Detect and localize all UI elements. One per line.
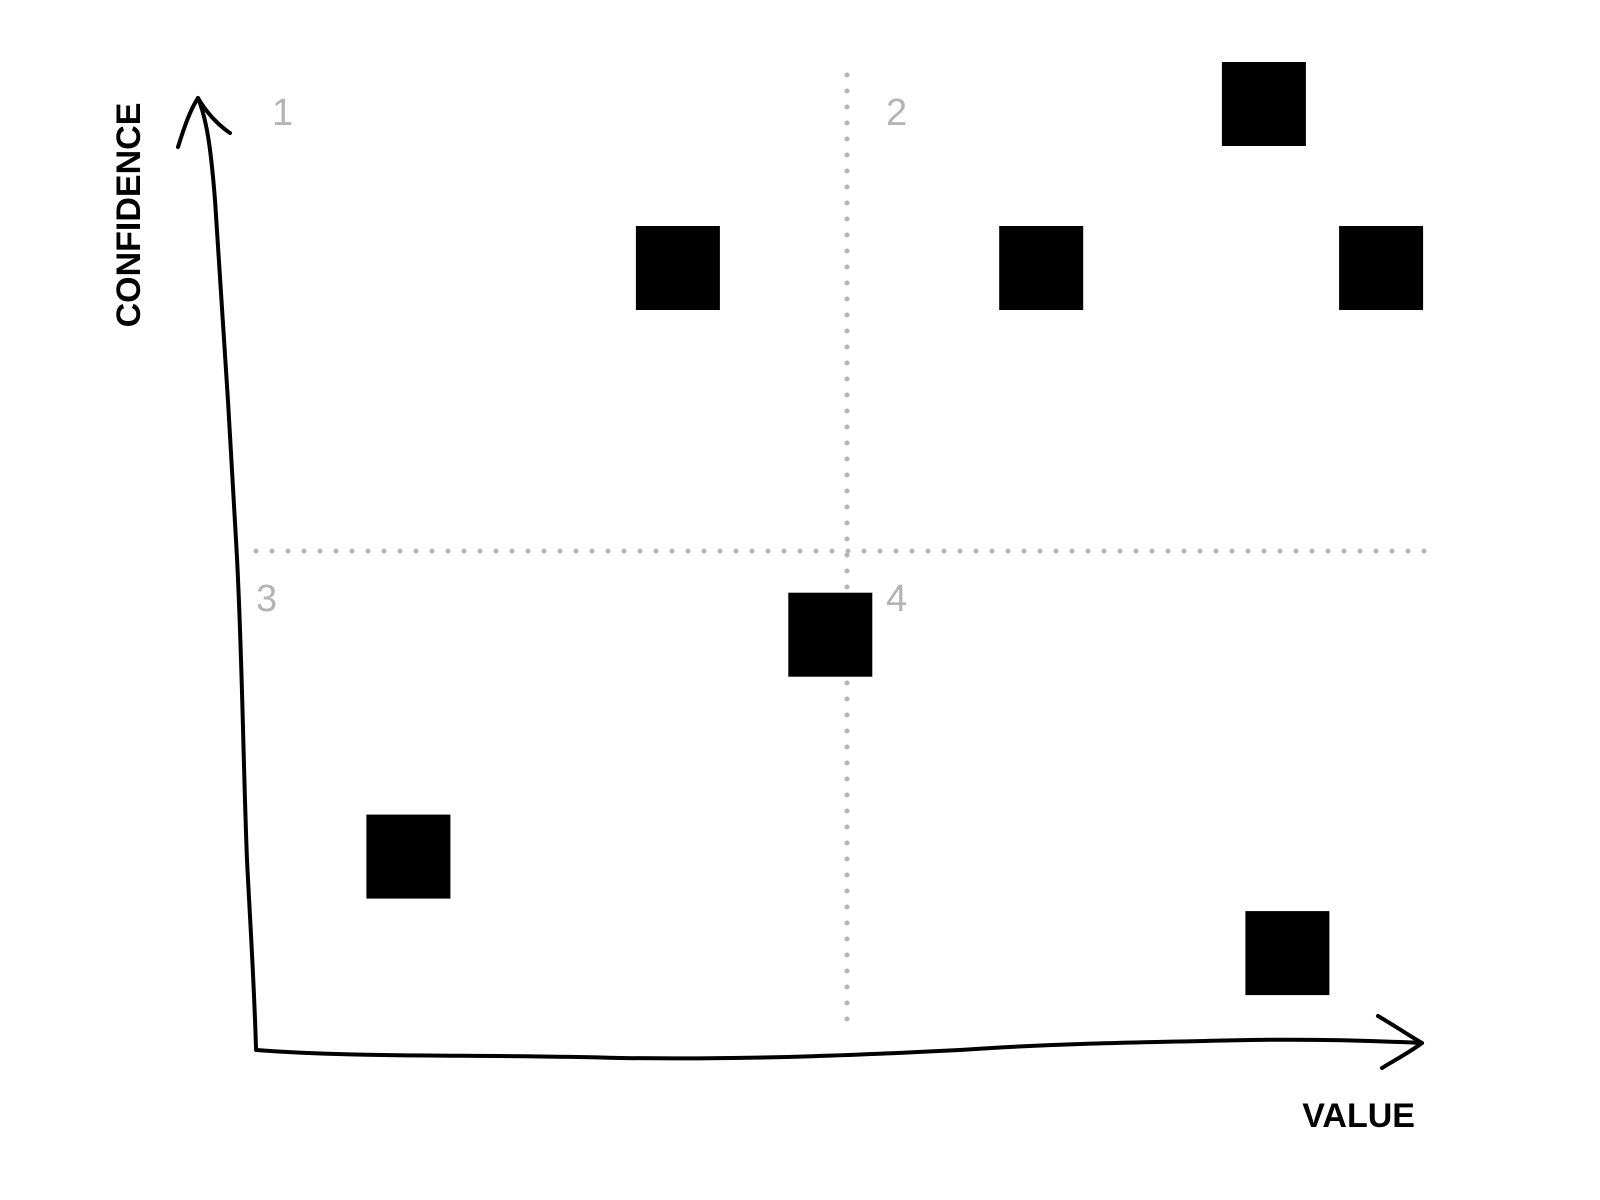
y-axis-arrowhead [176,96,232,149]
x-axis-line [254,1037,1424,1061]
y-axis-line [196,96,258,1050]
items-layer [366,62,1424,996]
y-axis-label: CONFIDENCE [110,103,148,328]
x-axis-arrowhead [1376,1014,1424,1070]
item-square-quadrant-2-4 [1339,226,1424,310]
quadrant-1-number: 1 [272,92,293,134]
x-axis-label: VALUE [1302,1097,1415,1135]
item-square-quadrant-2-2 [1221,62,1306,146]
quadrant-2-number: 2 [886,92,907,134]
item-square-quadrant-3-5 [788,592,873,677]
item-square-quadrant-4-7 [1245,911,1330,996]
item-square-quadrant-1-1 [635,226,720,310]
item-square-quadrant-3-6 [366,814,451,899]
quadrant-3-number: 3 [256,578,277,620]
item-square-quadrant-2-3 [999,226,1084,310]
quadrant-4-number: 4 [886,578,907,620]
